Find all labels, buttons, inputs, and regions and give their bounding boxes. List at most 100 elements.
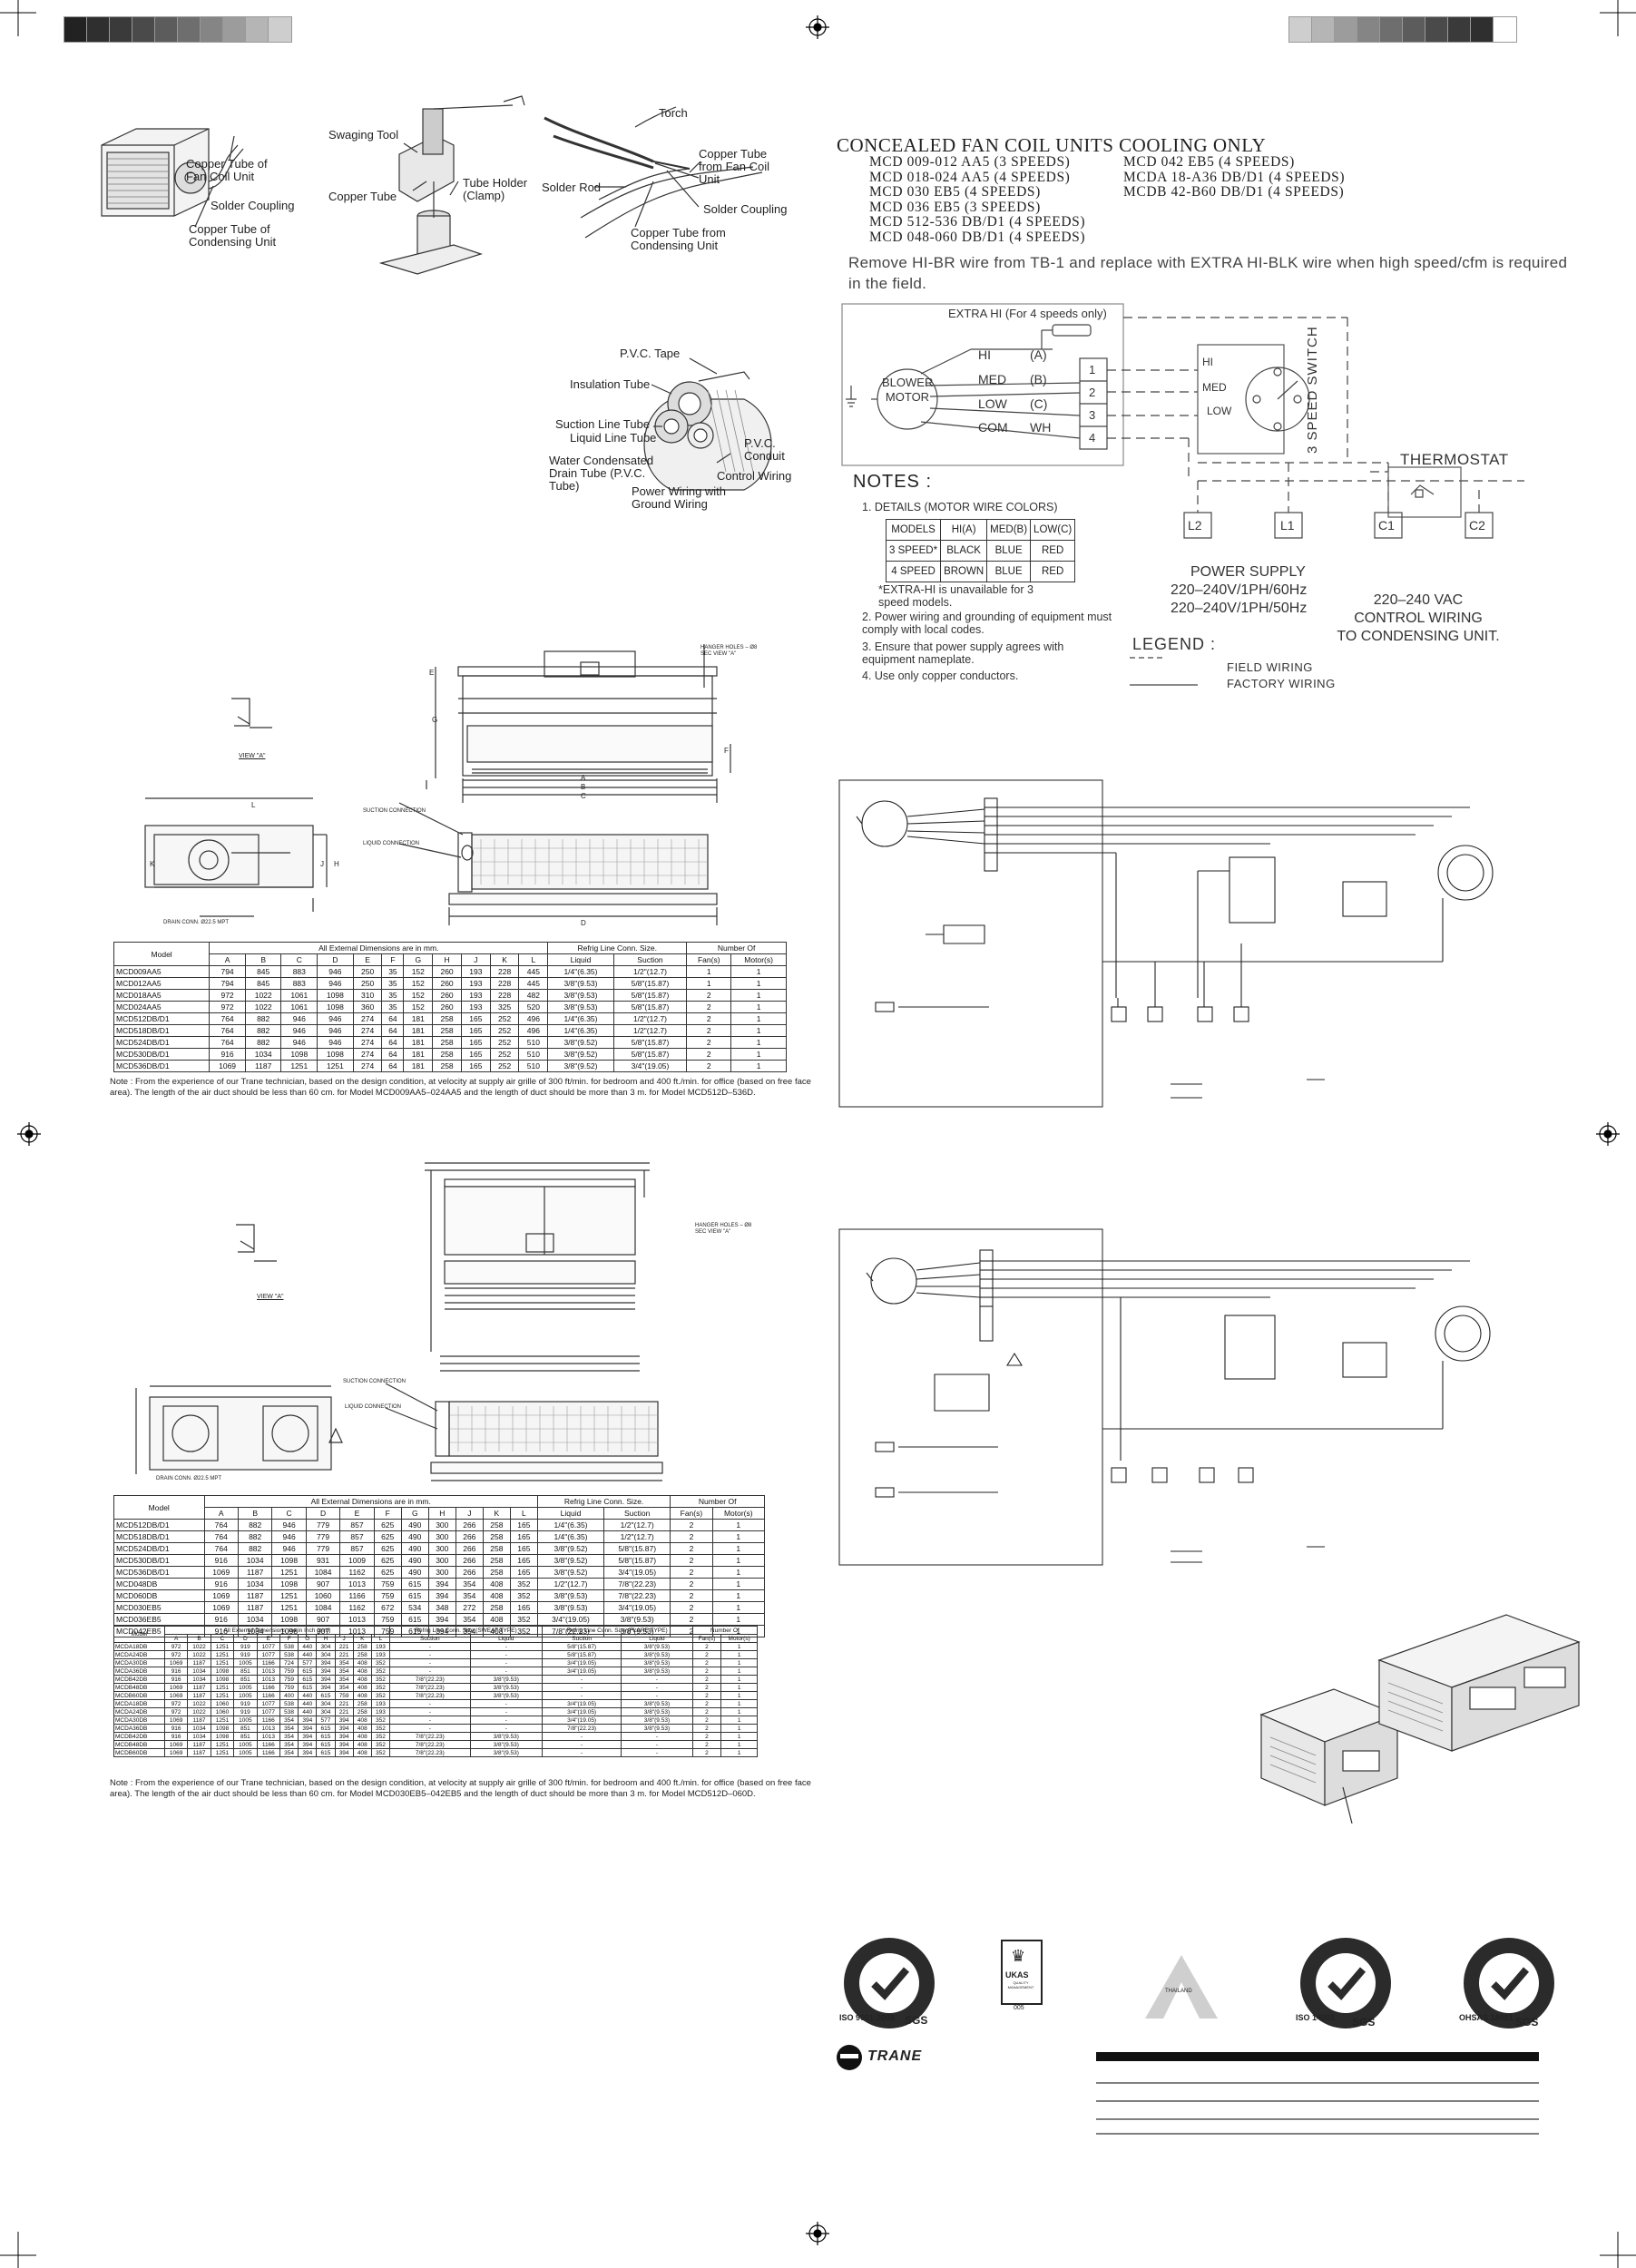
table-cell: 3/8"(9.53) — [621, 1642, 693, 1651]
table-cell: 165 — [509, 1530, 538, 1543]
table-cell: 408 — [482, 1578, 511, 1590]
table-cell: MCD018AA5 — [113, 989, 211, 1002]
label-swaging-tool: Swaging Tool — [328, 128, 399, 142]
table-cell: 510 — [518, 1036, 549, 1049]
table-cell: 274 — [352, 1024, 383, 1037]
table-cell: 615 — [316, 1732, 336, 1741]
table-cell: 1013 — [256, 1724, 281, 1733]
table-cell: 946 — [317, 965, 354, 978]
table-cell: 764 — [203, 1519, 239, 1531]
table-cell: 615 — [316, 1740, 336, 1749]
isometric-unit-small — [1259, 1688, 1399, 1824]
table-cell: 724 — [279, 1658, 299, 1667]
label-condensing-tube-2: Copper Tube from Condensing Unit — [631, 226, 726, 252]
table-cell: 300 — [427, 1554, 456, 1567]
table-cell: 258 — [482, 1601, 511, 1614]
table-cell: - — [389, 1642, 471, 1651]
table-cell: 615 — [316, 1748, 336, 1757]
table-cell: 1098 — [271, 1613, 307, 1626]
table-cell: 1034 — [237, 1613, 273, 1626]
table-cell: 916 — [209, 1048, 246, 1061]
table-cell: 1034 — [187, 1667, 211, 1676]
page-title: CONCEALED FAN COIL UNITS COOLING ONLY — [837, 134, 1267, 156]
table-cell: MCD524DB/D1 — [113, 1036, 211, 1049]
table-cell: 1 — [711, 1566, 766, 1579]
d1-dim-j: J — [320, 860, 324, 868]
table-cell: 972 — [209, 989, 246, 1002]
terminal-l2: L2 — [1188, 518, 1202, 533]
table-cell: - — [469, 1724, 543, 1733]
table-cell: 1069 — [163, 1683, 189, 1692]
table-cell: 193 — [460, 965, 491, 978]
table-cell: 193 — [370, 1707, 391, 1716]
table-cell: 64 — [381, 1060, 405, 1072]
table-cell: 3/8"(9.53) — [536, 1601, 605, 1614]
table-cell: 615 — [400, 1578, 429, 1590]
table-cell: 408 — [352, 1716, 372, 1725]
table-cell: 325 — [489, 1001, 520, 1013]
table-cell: - — [469, 1642, 543, 1651]
cert-ukas-name: UKAS — [1005, 1970, 1029, 1980]
table-cell: 304 — [316, 1650, 336, 1659]
table-cell: 1251 — [210, 1740, 235, 1749]
label-solder-coupling-2: Solder Coupling — [703, 202, 788, 216]
torch-brazing-figure — [544, 106, 763, 239]
t1-col: A — [209, 953, 246, 966]
t3-col: D — [233, 1634, 258, 1643]
table-cell: 352 — [370, 1748, 391, 1757]
table-cell: 394 — [427, 1589, 456, 1602]
table-cell: 946 — [280, 1036, 318, 1049]
table-cell: 266 — [455, 1519, 484, 1531]
table-cell: 916 — [163, 1667, 189, 1676]
d1-dim-g: G — [432, 716, 438, 724]
table-cell: 931 — [305, 1554, 341, 1567]
d1-dim-k: K — [150, 860, 155, 868]
table-cell: 1069 — [163, 1691, 189, 1700]
table-cell: 394 — [316, 1683, 336, 1692]
table-cell: 2 — [691, 1642, 722, 1651]
table-cell: 408 — [482, 1589, 511, 1602]
table-cell: 1013 — [256, 1675, 281, 1684]
table-cell: 7/8"(22.23) — [541, 1724, 622, 1733]
table-cell: 3/8"(9.53) — [621, 1650, 693, 1659]
cert-iso14001-sgs: SGS — [1352, 2016, 1376, 2028]
table-cell: 1 — [711, 1613, 766, 1626]
table-cell: 2 — [691, 1683, 722, 1692]
table-cell: 1098 — [317, 1001, 354, 1013]
table-cell: MCD530DB/D1 — [113, 1048, 211, 1061]
table-cell: 165 — [509, 1542, 538, 1555]
table-cell: 1098 — [210, 1675, 235, 1684]
d1-drain-conn: DRAIN CONN. Ø22.5 MPT — [163, 920, 230, 925]
wiring-diagram-main — [841, 303, 1524, 686]
color-swatch — [245, 16, 269, 43]
table-cell: 1034 — [237, 1578, 273, 1590]
table-cell: 258 — [482, 1542, 511, 1555]
extra-hi-label: EXTRA HI (For 4 speeds only) — [948, 307, 1107, 320]
terminal-l1: L1 — [1280, 518, 1295, 533]
table-cell: 1187 — [187, 1740, 211, 1749]
table-cell: 3/8"(9.53) — [469, 1732, 543, 1741]
table-cell: 1166 — [256, 1748, 281, 1757]
table-cell: 3/4"(19.05) — [541, 1699, 622, 1708]
table-cell: 193 — [370, 1650, 391, 1659]
table-cell: 1187 — [187, 1748, 211, 1757]
table-cell: 615 — [298, 1683, 318, 1692]
color-swatch — [1425, 16, 1449, 43]
t3-group-number: Number Of — [691, 1626, 759, 1635]
table-cell: 352 — [509, 1578, 538, 1590]
t1-model-head: Model — [113, 942, 211, 966]
table-cell: 1098 — [280, 1048, 318, 1061]
table-cell: 1013 — [256, 1667, 281, 1676]
table-cell: 7/8"(22.23) — [389, 1675, 471, 1684]
table-cell: 882 — [237, 1519, 273, 1531]
remove-wire-note: Remove HI-BR wire from TB-1 and replace … — [848, 254, 1568, 292]
mw-head: HI(A) — [940, 519, 988, 541]
table-cell: 1077 — [256, 1642, 281, 1651]
table-cell: 1 — [720, 1658, 758, 1667]
table-cell: 946 — [317, 977, 354, 990]
